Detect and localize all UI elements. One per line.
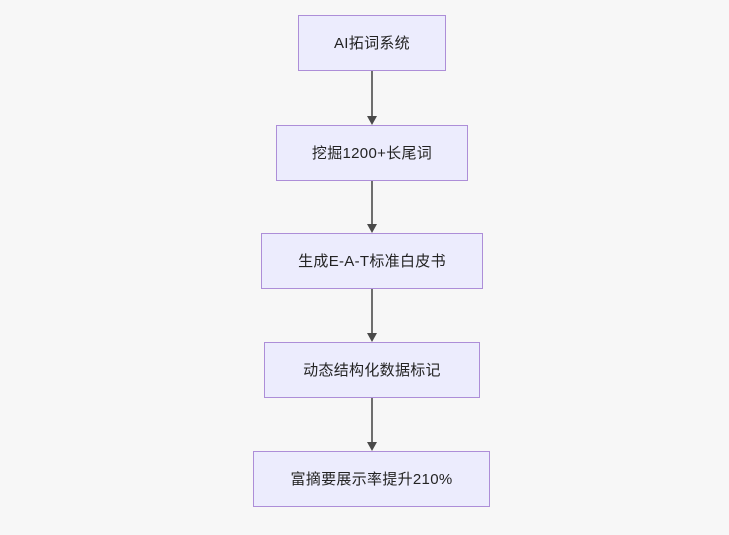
flowchart-node-4[interactable]: 动态结构化数据标记: [264, 342, 480, 398]
edge-node-1-to-node-2: [362, 71, 382, 125]
edge-line: [371, 398, 373, 442]
flowchart-node-4-label: 动态结构化数据标记: [303, 361, 441, 379]
flowchart-node-3-label: 生成E-A-T标准白皮书: [298, 252, 446, 270]
flowchart-node-1[interactable]: AI拓词系统: [298, 15, 446, 71]
arrowhead-icon: [367, 116, 377, 125]
flowchart-node-3[interactable]: 生成E-A-T标准白皮书: [261, 233, 483, 289]
flowchart-node-1-label: AI拓词系统: [334, 34, 410, 52]
edge-node-3-to-node-4: [362, 289, 382, 342]
arrowhead-icon: [367, 224, 377, 233]
flowchart-node-5-label: 富摘要展示率提升210%: [290, 470, 453, 488]
arrowhead-icon: [367, 442, 377, 451]
edge-line: [371, 71, 373, 116]
edge-node-4-to-node-5: [362, 398, 382, 451]
edge-line: [371, 289, 373, 333]
flowchart-node-2[interactable]: 挖掘1200+长尾词: [276, 125, 468, 181]
edge-node-2-to-node-3: [362, 181, 382, 233]
edge-line: [371, 181, 373, 224]
flowchart-node-2-label: 挖掘1200+长尾词: [311, 144, 433, 162]
arrowhead-icon: [367, 333, 377, 342]
flowchart-node-5[interactable]: 富摘要展示率提升210%: [253, 451, 490, 507]
